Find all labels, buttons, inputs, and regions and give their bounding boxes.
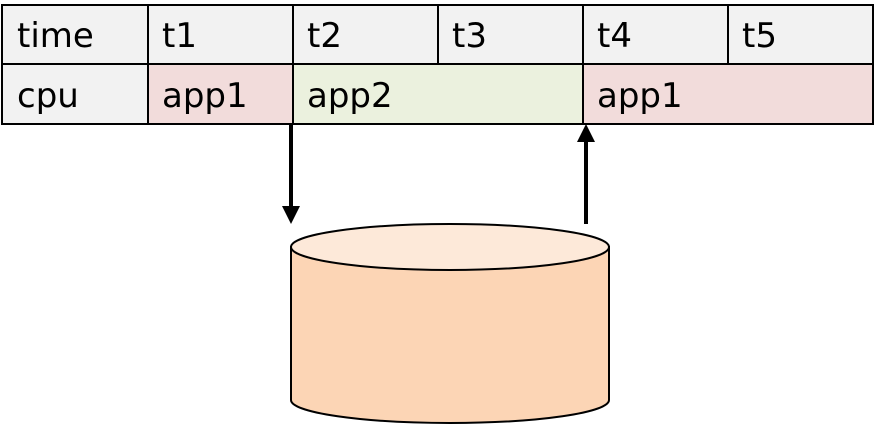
time-slot-label-t4: t4 — [597, 16, 632, 56]
cpu-row: cpu app1 app2 app1 — [1, 63, 874, 125]
time-header-label: time — [17, 16, 94, 56]
cpu-header-label: cpu — [17, 76, 79, 116]
time-header-cell — [1, 4, 149, 65]
disk-cylinder-top — [290, 223, 610, 271]
disk-cylinder-body — [290, 246, 610, 424]
cpu-segment-label-app2: app2 — [307, 76, 393, 116]
time-slot-label-t5: t5 — [742, 16, 777, 56]
time-row: time t1 t2 t3 t4 t5 — [1, 4, 874, 65]
time-slot-label-t2: t2 — [307, 16, 342, 56]
time-slot-label-t1: t1 — [162, 16, 197, 56]
time-slot-cell-t1 — [147, 4, 294, 65]
time-slot-label-t3: t3 — [452, 16, 487, 56]
cpu-header-cell — [1, 63, 149, 125]
disk-cylinder-icon — [290, 223, 610, 424]
cpu-segment-app1-second — [582, 63, 874, 125]
cpu-segment-label-app1-second: app1 — [597, 76, 683, 116]
arrow-down-icon — [282, 124, 300, 224]
cpu-segment-label-app1-first: app1 — [162, 76, 248, 116]
time-slot-cell-t5 — [727, 4, 874, 65]
cpu-segment-app1-first — [147, 63, 294, 125]
arrow-up-icon — [577, 124, 595, 224]
cpu-segment-app2 — [292, 63, 584, 125]
